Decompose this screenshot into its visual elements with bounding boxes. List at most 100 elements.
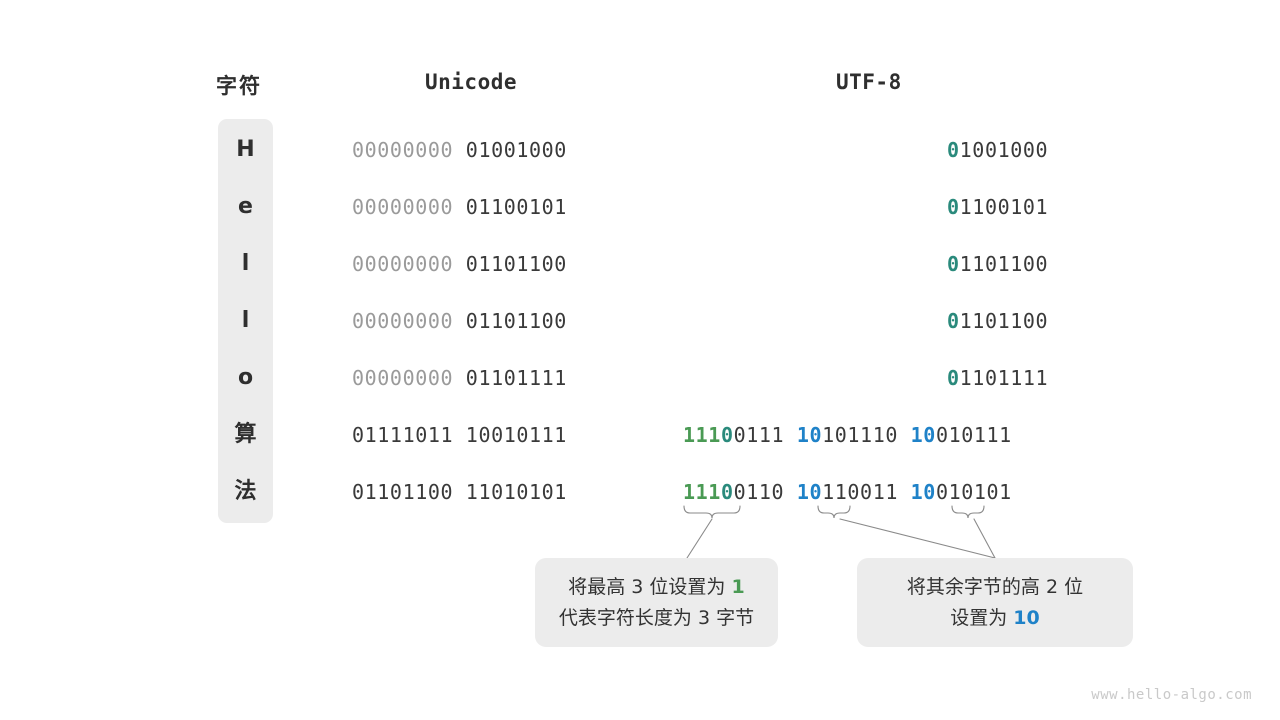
watermark: www.hello-algo.com	[1091, 687, 1252, 703]
leader-line-first-byte	[686, 518, 713, 559]
utf8-byte2-payload: 110011	[822, 480, 898, 504]
row-utf8-bits: 11100111 10101110 10010111	[683, 420, 1012, 450]
utf8-prefix-bit: 0	[947, 138, 960, 162]
row-character: l	[241, 308, 250, 333]
row-unicode-bits: 00000000 01101100	[352, 249, 567, 279]
callout-1-line-2-text: 代表字符长度为 3 字节	[558, 606, 755, 629]
utf8-byte2-marker: 10	[796, 423, 823, 447]
utf8-prefix-bit: 0	[947, 252, 960, 276]
row-character: e	[238, 194, 253, 219]
callout-2-line-2-text: 设置为	[950, 606, 1014, 629]
unicode-space	[453, 252, 466, 276]
callout-2-line-1-text: 将其余字节的高 2 位	[906, 575, 1084, 598]
unicode-space	[453, 195, 466, 219]
row-unicode-bits: 00000000 01100101	[352, 192, 567, 222]
row-character: 算	[234, 422, 257, 447]
row-unicode-bits: 00000000 01001000	[352, 135, 567, 165]
row-character: l	[241, 251, 250, 276]
unicode-low-byte: 01001000	[465, 138, 567, 162]
unicode-low-byte: 01100101	[465, 195, 567, 219]
row-unicode-bits: 01111011 10010111	[352, 420, 567, 450]
unicode-high-byte: 00000000	[352, 252, 454, 276]
callout-2-line-2-highlight: 10	[1013, 606, 1040, 629]
row-utf8-bits: 01101100	[947, 306, 1048, 336]
row-character: 法	[234, 479, 257, 504]
utf8-prefix-bit: 0	[947, 195, 960, 219]
unicode-space	[453, 366, 466, 390]
callout-1-line-1-highlight: 1	[731, 575, 745, 598]
utf8-byte1-terminator: 0	[720, 423, 734, 447]
unicode-space	[453, 309, 466, 333]
brace-third-byte	[951, 505, 985, 519]
unicode-low-byte: 01101100	[465, 309, 567, 333]
utf8-byte1-payload: 0111	[733, 423, 785, 447]
column-header-character: 字符	[216, 74, 262, 98]
callout-2-line-2: 设置为 10	[950, 603, 1040, 634]
row-unicode-bits: 00000000 01101100	[352, 306, 567, 336]
column-header-unicode: Unicode	[425, 70, 518, 94]
row-character: H	[236, 137, 255, 162]
utf8-byte2-marker: 10	[796, 480, 823, 504]
utf8-payload-bits: 1100101	[959, 195, 1049, 219]
callout-continuation-bytes: 将其余字节的高 2 位 设置为 10	[857, 558, 1133, 647]
utf8-payload-bits: 1101100	[959, 309, 1049, 333]
utf8-byte3-payload: 010111	[935, 423, 1012, 447]
unicode-low-byte: 10010111	[465, 423, 567, 447]
row-unicode-bits: 01101100 11010101	[352, 477, 567, 507]
callout-first-byte: 将最高 3 位设置为 1 代表字符长度为 3 字节	[535, 558, 778, 647]
utf8-gap-2	[898, 423, 911, 447]
utf8-byte1-marker: 111	[683, 423, 721, 447]
row-utf8-bits: 11100110 10110011 10010101	[683, 477, 1012, 507]
utf8-byte3-marker: 10	[910, 480, 936, 504]
leader-line-third-byte	[973, 518, 996, 559]
utf8-gap-1	[784, 480, 797, 504]
leader-line-second-byte	[839, 518, 996, 559]
unicode-high-byte: 00000000	[352, 138, 454, 162]
callout-1-line-2: 代表字符长度为 3 字节	[559, 603, 754, 634]
utf8-byte1-marker: 111	[683, 480, 721, 504]
utf8-byte1-payload: 0110	[733, 480, 785, 504]
unicode-high-byte: 01101100	[352, 480, 454, 504]
row-unicode-bits: 00000000 01101111	[352, 363, 567, 393]
unicode-space	[453, 423, 466, 447]
unicode-low-byte: 01101111	[465, 366, 567, 390]
utf8-payload-bits: 1001000	[959, 138, 1049, 162]
column-header-utf8: UTF-8	[836, 70, 902, 94]
unicode-high-byte: 00000000	[352, 195, 454, 219]
unicode-high-byte: 00000000	[352, 366, 454, 390]
utf8-payload-bits: 1101111	[959, 366, 1049, 390]
row-utf8-bits: 01100101	[947, 192, 1048, 222]
utf8-gap-1	[784, 423, 797, 447]
callout-1-line-1: 将最高 3 位设置为 1	[568, 572, 744, 603]
utf8-prefix-bit: 0	[947, 309, 960, 333]
unicode-space	[453, 138, 466, 162]
callout-1-line-1-text: 将最高 3 位设置为	[568, 575, 732, 598]
row-utf8-bits: 01101111	[947, 363, 1048, 393]
utf8-byte1-terminator: 0	[720, 480, 734, 504]
callout-2-line-1: 将其余字节的高 2 位	[907, 572, 1083, 603]
utf8-byte3-payload: 010101	[935, 480, 1012, 504]
brace-first-byte	[683, 505, 741, 519]
unicode-low-byte: 01101100	[465, 252, 567, 276]
character-column-panel	[218, 119, 273, 523]
utf8-payload-bits: 1101100	[959, 252, 1049, 276]
utf8-byte2-payload: 101110	[822, 423, 898, 447]
unicode-high-byte: 00000000	[352, 309, 454, 333]
utf8-gap-2	[898, 480, 911, 504]
row-utf8-bits: 01101100	[947, 249, 1048, 279]
utf8-byte3-marker: 10	[910, 423, 936, 447]
row-character: o	[237, 365, 254, 390]
unicode-space	[453, 480, 466, 504]
unicode-high-byte: 01111011	[352, 423, 454, 447]
unicode-low-byte: 11010101	[465, 480, 567, 504]
brace-second-byte	[817, 505, 851, 519]
utf8-prefix-bit: 0	[947, 366, 960, 390]
row-utf8-bits: 01001000	[947, 135, 1048, 165]
